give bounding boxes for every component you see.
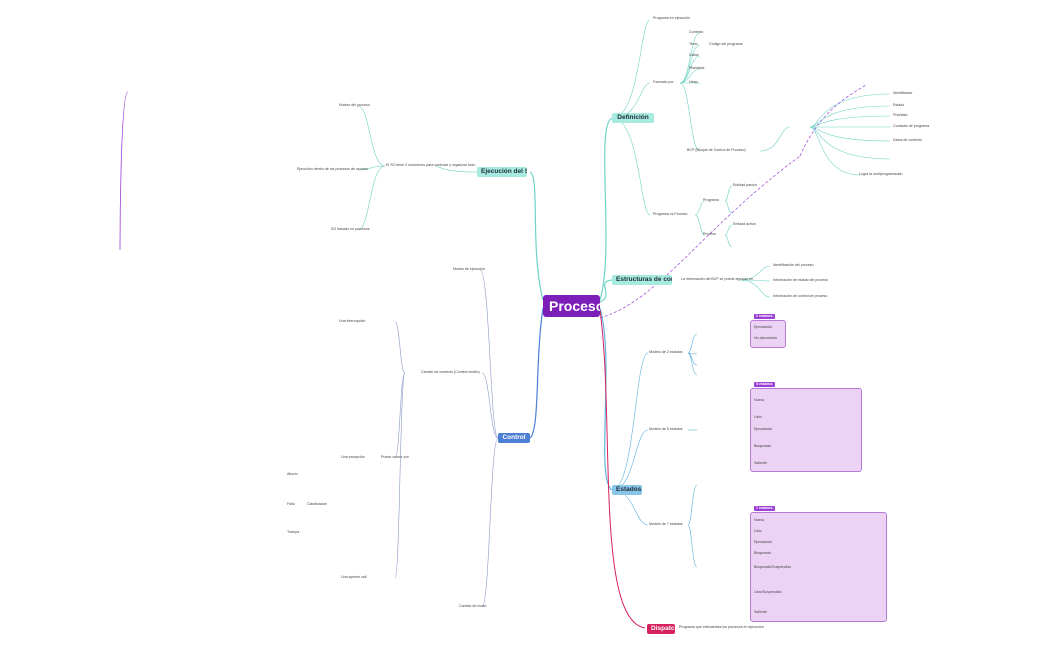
branch-definicion[interactable]: Definición bbox=[612, 113, 654, 123]
leaf-estado[interactable]: Estado bbox=[893, 103, 905, 107]
leaf-texto-desc[interactable]: Código del programa bbox=[709, 42, 743, 46]
branch-estructuras[interactable]: Estructuras de control bbox=[612, 275, 672, 285]
state-listo-5[interactable]: Listo bbox=[754, 415, 762, 419]
link-definicion bbox=[599, 117, 613, 301]
state-nuevo-7[interactable]: Nuevo bbox=[754, 518, 765, 522]
leaf-id-proceso[interactable]: Identificación del proceso bbox=[773, 263, 814, 267]
state-bloq-susp-7[interactable]: Bloqueado/Suspendido bbox=[754, 565, 792, 569]
leaf-proceso[interactable]: Proceso bbox=[703, 232, 717, 236]
ejecucion-links bbox=[357, 105, 478, 231]
leaf-aborto[interactable]: Aborto bbox=[287, 472, 298, 476]
panel-2-estados bbox=[750, 320, 786, 348]
state-saliente-7[interactable]: Saliente bbox=[754, 610, 767, 614]
panel-7-estados bbox=[750, 512, 887, 622]
leaf-contexto[interactable]: Contexto bbox=[689, 30, 704, 34]
state-bloqueado-7[interactable]: Bloqueado bbox=[754, 551, 772, 555]
branch-estados[interactable]: Estados bbox=[612, 485, 642, 495]
dashed-relation-2 bbox=[599, 155, 801, 319]
leaf-cambio-contexto[interactable]: Cambio de contexto (Context switch) bbox=[421, 370, 480, 374]
leaf-programa[interactable]: Programa bbox=[703, 198, 719, 202]
leaf-prioridad[interactable]: Prioridad bbox=[893, 113, 908, 117]
estados-links bbox=[611, 333, 698, 568]
leaf-heap[interactable]: Heap bbox=[689, 80, 698, 84]
leaf-so-basado[interactable]: SO basado en procesos bbox=[331, 227, 370, 231]
link-dispatcher bbox=[599, 309, 646, 629]
leaf-multiprogramacion[interactable]: Logra la multiprogramación bbox=[859, 172, 903, 176]
leaf-cambio-modo[interactable]: Cambio de modo bbox=[459, 604, 487, 608]
leaf-datos[interactable]: Datos bbox=[689, 53, 699, 57]
branch-ejecucion[interactable]: Ejecución del SO bbox=[477, 167, 527, 177]
left-bracket bbox=[119, 91, 129, 251]
tag-7-estados: 7 estados bbox=[754, 506, 775, 511]
branch-dispatcher[interactable]: Dispatcher bbox=[647, 624, 675, 634]
state-listo-susp-7[interactable]: Listo/Suspendido bbox=[754, 590, 782, 594]
leaf-modelo-7[interactable]: Modelo de 7 estados bbox=[649, 522, 683, 526]
leaf-modelo-2[interactable]: Modelo de 2 estados bbox=[649, 350, 683, 354]
leaf-puede-ocurrir[interactable]: Puede ocurrir por bbox=[381, 455, 409, 459]
leaf-excepcion[interactable]: Una excepción bbox=[341, 455, 365, 459]
leaf-modos-ejecucion[interactable]: Modos de ejecución bbox=[453, 267, 485, 271]
leaf-clasificacion[interactable]: Clasificación bbox=[307, 502, 328, 506]
leaf-info-control[interactable]: Información de control de proceso bbox=[773, 294, 828, 298]
leaf-datos-contexto[interactable]: Datos de contexto bbox=[893, 138, 922, 142]
definicion-links bbox=[611, 19, 891, 248]
leaf-entidad-pasiva[interactable]: Entidad pasiva bbox=[733, 183, 757, 187]
leaf-info-estado[interactable]: Información de estado del proceso bbox=[773, 278, 829, 282]
leaf-bcp-agrupa[interactable]: La información del BCP se puede agrupar … bbox=[681, 277, 753, 281]
state-saliente-5[interactable]: Saliente bbox=[754, 461, 767, 465]
state-ejecutando-2[interactable]: Ejecutando bbox=[754, 325, 772, 329]
leaf-entidad-activa[interactable]: Entidad activa bbox=[733, 222, 756, 226]
link-estructuras bbox=[599, 279, 613, 303]
panel-5-estados bbox=[750, 388, 862, 472]
state-no-ejecutando-2[interactable]: No ejecutando bbox=[754, 336, 778, 340]
leaf-identificador[interactable]: Identificador bbox=[893, 91, 913, 95]
tag-5-estados: 5 estados bbox=[754, 382, 775, 387]
leaf-ejec-dentro[interactable]: Ejecución dentro de los procesos de usua… bbox=[297, 167, 368, 171]
leaf-nucleo[interactable]: Núcleo del proceso bbox=[339, 103, 370, 107]
leaf-programa-ejecucion[interactable]: Programa en ejecución bbox=[653, 16, 690, 20]
state-nuevo-5[interactable]: Nuevo bbox=[754, 398, 765, 402]
leaf-interrupcion[interactable]: Una interrupción bbox=[339, 319, 366, 323]
link-control bbox=[529, 307, 544, 439]
leaf-ejec-opciones[interactable]: El SO tiene 3 soluciones para controlar … bbox=[386, 163, 475, 167]
tag-2-estados: 2 estados bbox=[754, 314, 775, 319]
link-ejecucion bbox=[529, 171, 544, 301]
estructuras-links bbox=[739, 265, 771, 298]
branch-control[interactable]: Control bbox=[498, 433, 530, 443]
leaf-texto[interactable]: Texto bbox=[689, 42, 698, 46]
dashed-relation bbox=[799, 84, 867, 157]
central-topic[interactable]: Procesos bbox=[543, 295, 600, 317]
state-ejecutando-5[interactable]: Ejecutando bbox=[754, 427, 772, 431]
leaf-contador[interactable]: Contador de programa bbox=[893, 124, 930, 128]
leaf-programa-vs-proceso[interactable]: Programa vs Proceso bbox=[653, 212, 688, 216]
leaf-system-call[interactable]: Una system call bbox=[341, 575, 367, 579]
state-listo-7[interactable]: Listo bbox=[754, 529, 762, 533]
leaf-bcp[interactable]: BCP (Bloque de Control de Proceso) bbox=[687, 148, 746, 152]
leaf-modelo-5[interactable]: Modelo de 5 estados bbox=[649, 427, 683, 431]
control-links bbox=[394, 269, 499, 608]
state-ejecutando-7[interactable]: Ejecutando bbox=[754, 540, 772, 544]
leaf-formado-por[interactable]: Formado por bbox=[653, 80, 674, 84]
leaf-dispatcher-desc[interactable]: Programa que intercambia los procesos en… bbox=[679, 625, 764, 629]
leaf-trampa[interactable]: Trampa bbox=[287, 530, 300, 534]
leaf-pila[interactable]: Pila/stack bbox=[689, 66, 705, 70]
link-estados bbox=[599, 307, 613, 491]
state-bloqueado-5[interactable]: Bloqueado bbox=[754, 444, 772, 448]
leaf-fallo[interactable]: Fallo bbox=[287, 502, 295, 506]
